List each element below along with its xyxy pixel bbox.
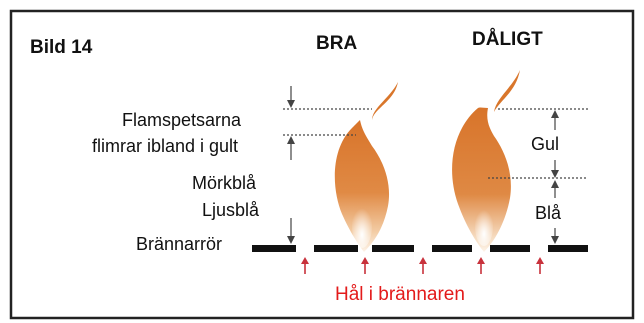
burner-tube: [252, 245, 588, 252]
label-flame-tips-line1: Flamspetsarna: [122, 110, 242, 130]
arrowhead-down: [287, 100, 295, 108]
burner-segment: [490, 245, 530, 252]
label-yellow: Gul: [531, 134, 560, 154]
burner-segment: [252, 245, 296, 252]
heading-good: BRA: [316, 33, 358, 54]
arrowhead-down: [551, 170, 559, 178]
label-burner-holes: Hål i brännaren: [335, 284, 465, 305]
good-flame-core: [352, 204, 372, 248]
hole-arrow: [536, 257, 544, 274]
label-flame-tips-line2: flimrar ibland i gult: [92, 136, 239, 156]
bad-flame-core: [475, 206, 493, 246]
good-flame-tip: [372, 82, 398, 120]
right-dimension-guides: [488, 108, 588, 244]
figure-number: Bild 14: [30, 37, 93, 58]
burner-segment: [548, 245, 588, 252]
left-dimension-guides: [283, 86, 372, 244]
label-dark-blue: Mörkblå: [192, 173, 257, 193]
arrowhead-up: [551, 110, 559, 118]
arrowhead-down: [551, 236, 559, 244]
bad-flame: [452, 70, 520, 252]
arrowhead-up: [287, 136, 295, 144]
hole-arrows: [301, 257, 544, 274]
label-burner-tube: Brännarrör: [136, 234, 223, 254]
heading-bad: DÅLIGT: [472, 29, 543, 50]
bad-flame-body: [452, 107, 511, 252]
good-flame-body: [334, 120, 390, 252]
hole-arrow: [361, 257, 369, 274]
burner-segment: [314, 245, 358, 252]
label-blue: Blå: [535, 203, 562, 223]
burner-segment: [432, 245, 472, 252]
arrowhead-up: [551, 180, 559, 188]
label-light-blue: Ljusblå: [202, 200, 260, 220]
arrowhead-down: [287, 236, 295, 244]
burner-segment: [372, 245, 414, 252]
hole-arrow: [419, 257, 427, 274]
hole-arrow: [477, 257, 485, 274]
good-flame: [334, 82, 398, 252]
hole-arrow: [301, 257, 309, 274]
figure-border: [9, 9, 635, 320]
bad-flame-tip: [494, 70, 520, 112]
